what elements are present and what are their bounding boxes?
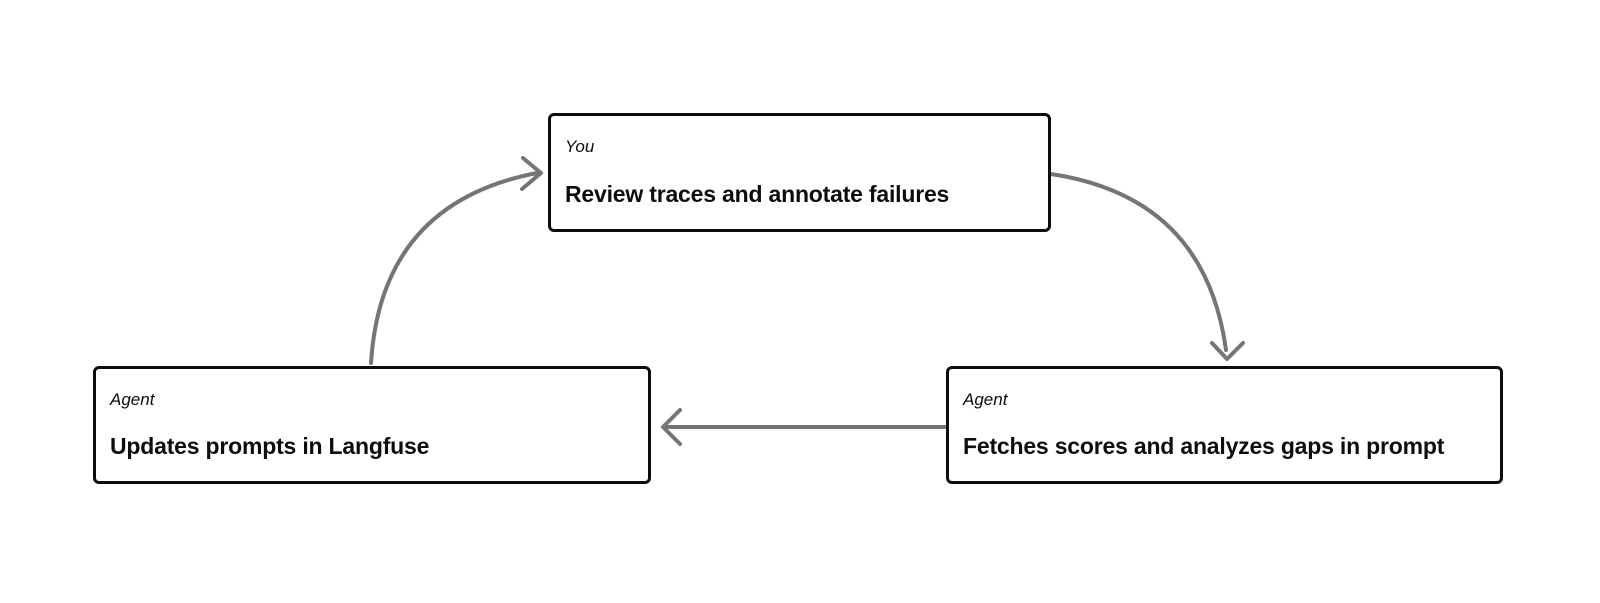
node-agent-update: Agent Updates prompts in Langfuse bbox=[93, 366, 651, 484]
node-title-label: Review traces and annotate failures bbox=[565, 181, 950, 208]
node-actor-label: Agent bbox=[110, 390, 155, 409]
node-agent-fetch: Agent Fetches scores and analyzes gaps i… bbox=[946, 366, 1503, 484]
node-actor-label: Agent bbox=[963, 390, 1008, 409]
edge-update-to-review bbox=[369, 156, 543, 365]
node-you-review: You Review traces and annotate failures bbox=[548, 113, 1051, 232]
edge-update-to-review-arrowhead-icon bbox=[520, 156, 543, 191]
edge-review-to-fetch-arrowhead-icon bbox=[1210, 341, 1245, 361]
node-title-label: Fetches scores and analyzes gaps in prom… bbox=[963, 433, 1445, 460]
node-title-label: Updates prompts in Langfuse bbox=[110, 433, 430, 460]
edge-review-to-fetch-line bbox=[1049, 172, 1228, 352]
edge-fetch-to-update-arrowhead-icon bbox=[661, 408, 682, 446]
edge-fetch-to-update bbox=[661, 408, 948, 446]
edge-update-to-review-line bbox=[369, 171, 539, 365]
node-actor-label: You bbox=[565, 137, 595, 156]
edge-review-to-fetch bbox=[1049, 172, 1245, 361]
